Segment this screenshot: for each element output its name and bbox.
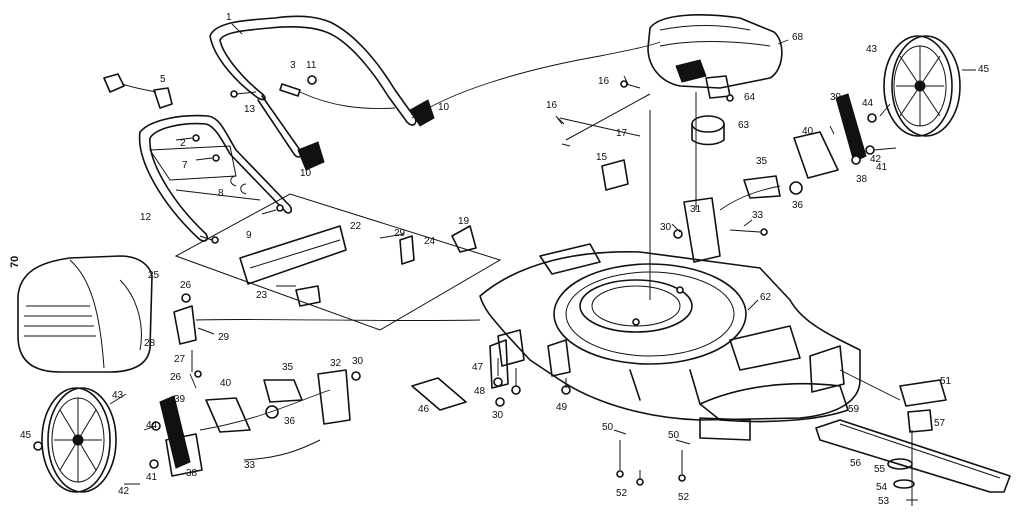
callout-label: 33 — [244, 460, 256, 471]
handle-knob — [297, 99, 435, 171]
callout-label: 30 — [492, 410, 504, 421]
rear-guard-assembly — [174, 193, 502, 331]
callout-label: 53 — [878, 496, 890, 507]
callout-label: 1 — [226, 12, 232, 23]
callout-label: 63 — [738, 120, 750, 131]
callout-label: 24 — [424, 236, 436, 247]
callout-label: 10 — [438, 102, 450, 113]
callout-label: 9 — [246, 230, 252, 241]
callout-label: 48 — [474, 386, 486, 397]
callout-label: 47 — [472, 362, 484, 373]
callout-label: 44 — [146, 420, 158, 431]
callout-label: 39 — [174, 394, 186, 405]
engine-hardware — [555, 80, 734, 191]
mower-deck — [479, 243, 861, 441]
callout-label: 41 — [876, 162, 888, 173]
rear-axle-bracket-left — [149, 369, 361, 477]
blade-assembly — [815, 369, 1011, 506]
upper-handle — [209, 15, 661, 158]
callout-label: 49 — [556, 402, 568, 413]
callout-label: 27 — [174, 354, 186, 365]
callout-label: 54 — [876, 482, 888, 493]
callout-label: 43 — [112, 390, 124, 401]
callout-label: 26 — [180, 280, 192, 291]
callout-label: 26 — [170, 372, 182, 383]
callout-label: 2 — [180, 138, 186, 149]
callout-label: 51 — [940, 376, 952, 387]
callout-label: 25 — [148, 270, 160, 281]
callout-label: 45 — [978, 64, 990, 75]
callout-label: 11 — [306, 60, 317, 71]
bag-hardware — [173, 293, 481, 378]
callout-label: 45 — [20, 430, 32, 441]
control-switch — [103, 73, 173, 109]
callout-label: 32 — [330, 358, 342, 369]
callout-label: 16 — [598, 76, 610, 87]
callout-label: 46 — [418, 404, 430, 415]
callout-label: 10 — [300, 168, 312, 179]
handle-bolts — [230, 75, 317, 98]
callout-label: 29 — [394, 228, 406, 239]
callout-label: 64 — [744, 92, 756, 103]
callout-label: 33 — [752, 210, 764, 221]
callout-label: 38 — [856, 174, 868, 185]
callout-label: 40 — [802, 126, 814, 137]
rear-wheel-left — [33, 387, 140, 493]
callout-label: 43 — [866, 44, 878, 55]
callout-label: 12 — [140, 212, 152, 223]
callout-label: 38 — [186, 468, 198, 479]
leader-lines — [109, 23, 891, 431]
callout-label: 8 — [218, 188, 224, 199]
grass-bag — [17, 255, 153, 373]
callout-label: 39 — [830, 92, 842, 103]
callout-label: 35 — [282, 362, 294, 373]
callout-label: 59 — [848, 404, 860, 415]
callout-label: 36 — [284, 416, 296, 427]
callout-label: 30 — [660, 222, 672, 233]
callout-label: 30 — [352, 356, 364, 367]
callout-label: 40 — [220, 378, 232, 389]
callout-label: 3 — [290, 60, 296, 71]
callout-label: 42 — [118, 486, 130, 497]
callout-label: 41 — [146, 472, 158, 483]
callout-label: 22 — [350, 221, 362, 232]
callout-label: 52 — [616, 488, 628, 499]
callout-label: 13 — [244, 104, 256, 115]
callout-label: 62 — [760, 292, 772, 303]
callout-label: 28 — [144, 338, 156, 349]
callout-label: 15 — [596, 152, 608, 163]
callout-label: 36 — [792, 200, 804, 211]
lower-handle-hardware — [175, 134, 284, 244]
lower-handle — [138, 114, 293, 242]
callout-label: 50 — [668, 430, 680, 441]
engine — [647, 14, 783, 300]
callout-label: 17 — [616, 128, 628, 139]
callout-label: 56 — [850, 458, 862, 469]
callout-label: 16 — [546, 100, 558, 111]
callout-label: 50 — [602, 422, 614, 433]
side-label: 70 — [9, 256, 21, 268]
callout-label: 29 — [218, 332, 230, 343]
callout-label: 52 — [678, 492, 690, 503]
deck-hardware — [411, 339, 691, 486]
callout-label: 7 — [182, 160, 188, 171]
callout-label: 57 — [934, 418, 946, 429]
callout-label: 44 — [862, 98, 874, 109]
callout-label: 42 — [870, 154, 882, 165]
callout-labels: 1 3 11 13 10 10 5 2 7 8 12 9 22 29 24 19… — [20, 12, 990, 507]
callout-label: 31 — [690, 204, 702, 215]
callout-label: 23 — [256, 290, 268, 301]
rear-wheel-right — [883, 35, 976, 137]
callout-label: 68 — [792, 32, 804, 43]
callout-label: 19 — [458, 216, 470, 227]
callout-label: 35 — [756, 156, 768, 167]
rear-axle-bracket-right — [673, 93, 897, 263]
callout-label: 5 — [160, 74, 166, 85]
callout-label: 55 — [874, 464, 886, 475]
